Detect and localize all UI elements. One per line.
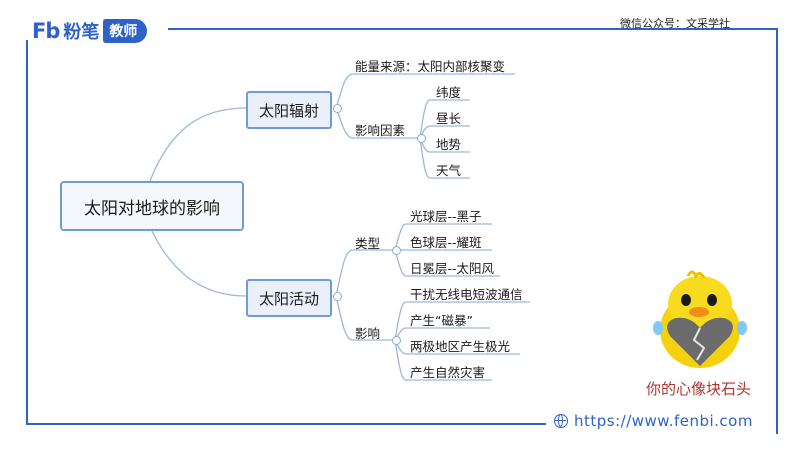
sticker-caption: 你的心像块石头	[646, 380, 752, 398]
logo-fb-mark: Fb	[32, 19, 60, 43]
effect-item: 产生自然灾害	[410, 365, 486, 380]
effects-collapse-handle[interactable]	[392, 336, 401, 345]
types-label: 类型	[355, 236, 381, 251]
activity-node: 太阳活动	[246, 279, 332, 317]
factor-item: 纬度	[436, 85, 462, 100]
frame-right-line	[776, 28, 778, 434]
activity-collapse-handle[interactable]	[333, 292, 342, 301]
root-node: 太阳对地球的影响	[60, 181, 244, 231]
fenbi-logo: Fb 粉笔 教师	[32, 18, 148, 44]
factors-collapse-handle[interactable]	[417, 134, 426, 143]
effect-item: 两极地区产生极光	[410, 339, 511, 354]
logo-brand-text: 粉笔	[63, 22, 100, 43]
factor-item: 地势	[436, 137, 462, 152]
types-collapse-handle[interactable]	[392, 246, 401, 255]
radiation-node: 太阳辐射	[246, 91, 332, 129]
effect-item: 干扰无线电短波通信	[410, 287, 523, 302]
factors-label: 影响因素	[355, 123, 406, 138]
footer-url[interactable]: https://www.fenbi.com	[574, 412, 753, 430]
frame-top-line	[168, 28, 778, 30]
factor-item: 天气	[436, 163, 462, 178]
wechat-account-label: 微信公众号：文采学社	[620, 17, 730, 30]
duck-broken-heart-icon	[653, 270, 747, 368]
type-item: 日冕层--太阳风	[410, 261, 495, 276]
frame-left-line	[26, 40, 28, 424]
energy-source-label: 能量来源：太阳内部核聚变	[355, 59, 506, 74]
radiation-collapse-handle[interactable]	[333, 104, 342, 113]
effects-label: 影响	[355, 326, 381, 341]
footer-url-row[interactable]: https://www.fenbi.com	[554, 412, 753, 430]
frame-bottom-line	[26, 423, 546, 425]
factor-item: 昼长	[436, 111, 462, 126]
type-item: 色球层--耀斑	[410, 235, 482, 250]
type-item: 光球层--黑子	[410, 209, 482, 224]
logo-badge: 教师	[103, 19, 148, 43]
globe-icon	[554, 414, 568, 428]
effect-item: 产生“磁暴”	[410, 313, 473, 328]
